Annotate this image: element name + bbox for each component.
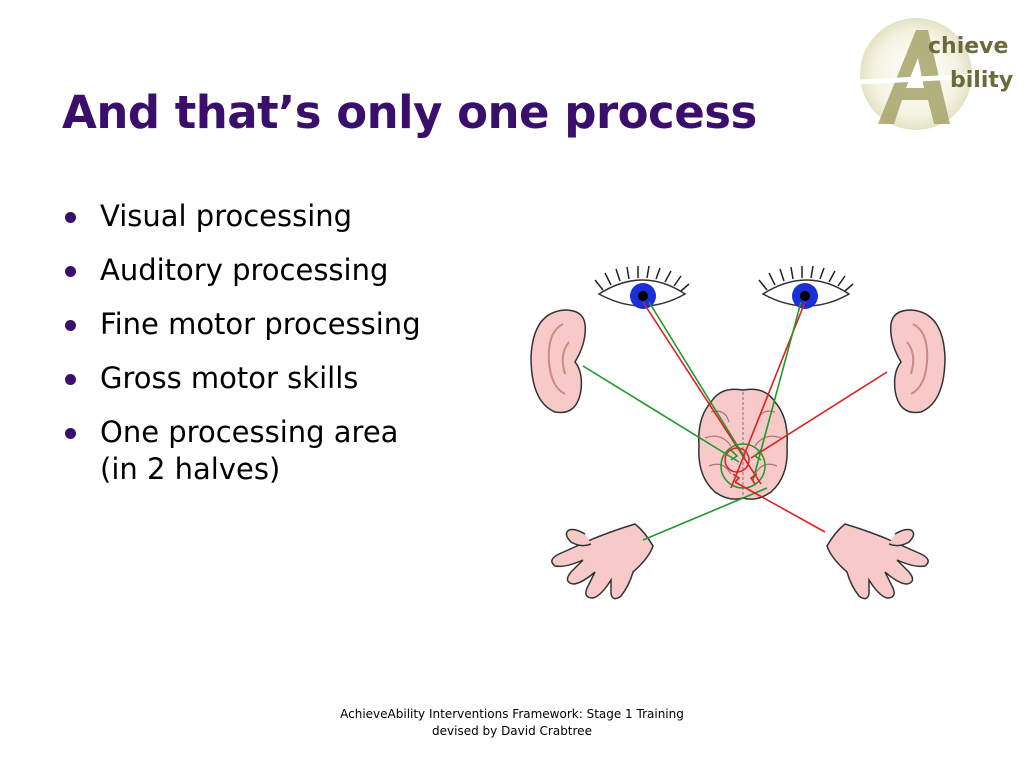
footer-line1: AchieveAbility Interventions Framework: … <box>340 707 684 721</box>
slide-footer: AchieveAbility Interventions Framework: … <box>262 706 762 740</box>
right-ear-icon <box>889 309 946 414</box>
bullet-text: Fine motor processing <box>100 307 421 341</box>
left-ear-icon <box>530 309 587 414</box>
bullet-continuation: (in 2 halves) <box>100 452 281 486</box>
bullet-text: Gross motor skills <box>100 361 359 395</box>
bullet-text: Visual processing <box>100 199 353 233</box>
bullet-dot-icon <box>65 374 76 385</box>
left-eye-icon <box>594 265 690 309</box>
logo-text-line2: bility <box>950 68 1014 93</box>
bullet-dot-icon <box>65 212 76 223</box>
left-hand-icon <box>551 523 654 600</box>
right-hand-icon <box>826 523 929 600</box>
sensory-pathways-diagram <box>525 262 955 614</box>
bullet-dot-icon <box>65 266 76 277</box>
bullet-text: Auditory processing <box>100 253 389 287</box>
logo-text-line1: chieve <box>928 34 1009 59</box>
logo-icon <box>859 18 979 130</box>
bullet-list: Visual processing Auditory processing Fi… <box>62 198 421 505</box>
neural-pathways <box>582 301 888 541</box>
footer-line2: devised by David Crabtree <box>432 724 592 738</box>
bullet-text: One processing area <box>100 415 399 449</box>
bullet-item: Fine motor processing <box>62 306 421 343</box>
bullet-item: One processing area (in 2 halves) <box>62 414 421 488</box>
bullet-item: Auditory processing <box>62 252 421 289</box>
slide-title: And that’s only one process <box>62 86 757 139</box>
achieveability-logo: chieve bility <box>858 12 1018 137</box>
bullet-item: Gross motor skills <box>62 360 421 397</box>
right-eye-icon <box>758 265 854 309</box>
eyes-ears-hands-brain-diagram-icon <box>530 265 946 600</box>
bullet-item: Visual processing <box>62 198 421 235</box>
bullet-dot-icon <box>65 428 76 439</box>
bullet-dot-icon <box>65 320 76 331</box>
